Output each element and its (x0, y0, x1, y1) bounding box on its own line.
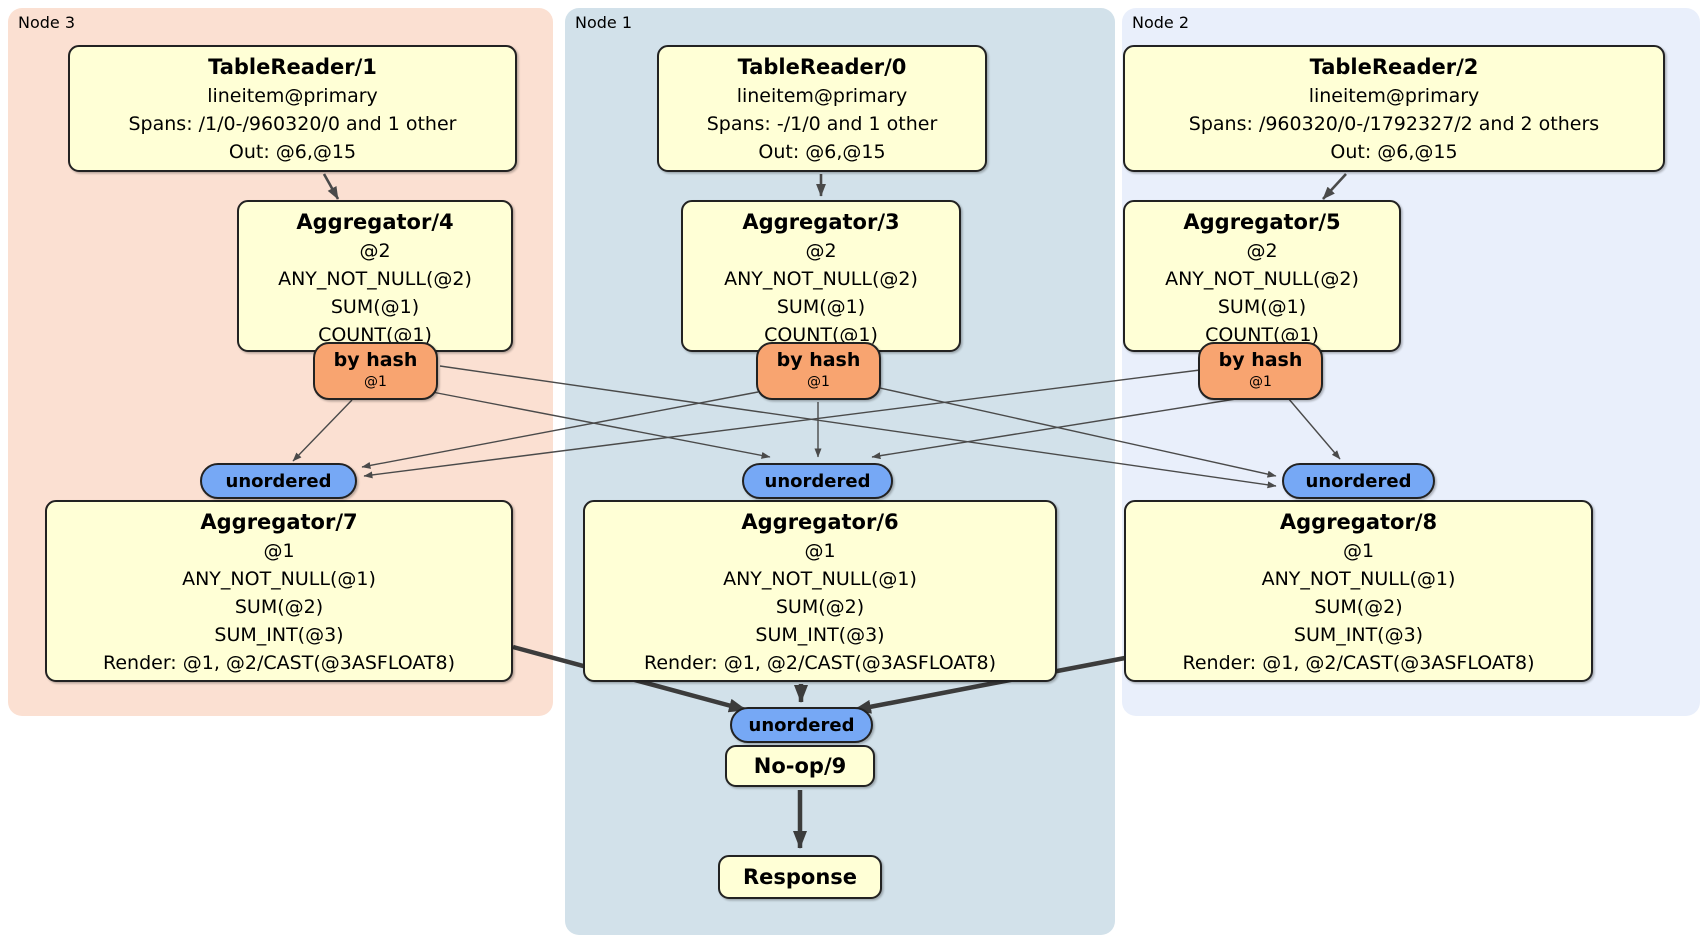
box-line: SUM(@2) (234, 596, 324, 618)
sync-unordered-6: unordered (742, 463, 893, 499)
box-line: @1 (263, 540, 295, 562)
box-line: Render: @1, @2/CAST(@3ASFLOAT8) (644, 652, 996, 674)
box-line: Render: @1, @2/CAST(@3ASFLOAT8) (1182, 652, 1535, 674)
box-line: @1 (804, 540, 836, 562)
response-box: Response (718, 855, 882, 899)
box-line: lineitem@primary (736, 85, 908, 107)
sync-unordered-8: unordered (1282, 463, 1435, 499)
box-title: Aggregator/7 (200, 510, 358, 534)
tablereader-0-box: TableReader/0 lineitem@primary Spans: -/… (657, 45, 987, 172)
box-line: ANY_NOT_NULL(@2) (724, 268, 918, 290)
box-line: SUM(@1) (1217, 296, 1307, 318)
box-title: TableReader/0 (737, 55, 907, 79)
tablereader-1-box: TableReader/1 lineitem@primary Spans: /1… (68, 45, 517, 172)
box-line: SUM(@1) (330, 296, 420, 318)
box-title: No-op/9 (753, 754, 847, 778)
box-line: Render: @1, @2/CAST(@3ASFLOAT8) (103, 652, 455, 674)
aggregator-3-box: Aggregator/3 @2 ANY_NOT_NULL(@2) SUM(@1)… (681, 200, 961, 352)
box-line: COUNT(@1) (318, 324, 432, 346)
box-line: SUM(@2) (1314, 596, 1403, 618)
node2-label: Node 2 (1132, 13, 1190, 32)
box-line: ANY_NOT_NULL(@1) (182, 568, 376, 590)
box-line: SUM_INT(@3) (1293, 624, 1424, 646)
hash-router-1: by hash @1 (756, 342, 881, 400)
box-title: Aggregator/4 (296, 210, 454, 234)
tablereader-2-box: TableReader/2 lineitem@primary Spans: /9… (1123, 45, 1665, 172)
box-line: SUM_INT(@3) (755, 624, 885, 646)
sync-unordered-7: unordered (200, 463, 357, 499)
box-title: Aggregator/8 (1279, 510, 1438, 534)
box-line: Spans: -/1/0 and 1 other (706, 113, 938, 135)
aggregator-7-box: Aggregator/7 @1 ANY_NOT_NULL(@1) SUM(@2)… (45, 500, 513, 682)
box-line: Out: @6,@15 (228, 141, 357, 163)
box-line: Out: @6,@15 (758, 141, 886, 163)
box-title: Aggregator/3 (742, 210, 900, 234)
hash-router-2: by hash @1 (1198, 342, 1323, 400)
box-line: ANY_NOT_NULL(@2) (1165, 268, 1359, 290)
box-title: Response (742, 865, 858, 889)
box-title: Aggregator/5 (1183, 210, 1341, 234)
hash-router-3: by hash @1 (313, 342, 438, 400)
router-label: by hash (333, 349, 418, 371)
aggregator-4-box: Aggregator/4 @2 ANY_NOT_NULL(@2) SUM(@1)… (237, 200, 513, 352)
box-line: SUM_INT(@3) (214, 624, 344, 646)
aggregator-8-box: Aggregator/8 @1 ANY_NOT_NULL(@1) SUM(@2)… (1124, 500, 1593, 682)
router-detail: @1 (364, 374, 387, 390)
box-line: @2 (359, 240, 391, 262)
box-line: Out: @6,@15 (1330, 141, 1458, 163)
box-line: lineitem@primary (1308, 85, 1480, 107)
box-line: SUM(@1) (776, 296, 866, 318)
box-title: TableReader/1 (208, 55, 377, 79)
box-line: Spans: /960320/0-/1792327/2 and 2 others (1188, 113, 1600, 135)
aggregator-5-box: Aggregator/5 @2 ANY_NOT_NULL(@2) SUM(@1)… (1123, 200, 1401, 352)
box-line: Spans: /1/0-/960320/0 and 1 other (128, 113, 457, 135)
box-line: @2 (805, 240, 837, 262)
box-line: ANY_NOT_NULL(@1) (723, 568, 917, 590)
node1-label: Node 1 (575, 13, 633, 32)
router-detail: @1 (807, 374, 830, 390)
router-label: by hash (1218, 349, 1303, 371)
router-detail: @1 (1249, 374, 1272, 390)
node3-label: Node 3 (18, 13, 76, 32)
box-line: COUNT(@1) (764, 324, 878, 346)
box-title: TableReader/2 (1309, 55, 1479, 79)
box-line: @1 (1342, 540, 1375, 562)
box-line: COUNT(@1) (1205, 324, 1319, 346)
final-sync-unordered: unordered (730, 707, 873, 743)
box-line: ANY_NOT_NULL(@2) (278, 268, 472, 290)
router-label: by hash (776, 349, 861, 371)
box-line: lineitem@primary (207, 85, 378, 107)
aggregator-6-box: Aggregator/6 @1 ANY_NOT_NULL(@1) SUM(@2)… (583, 500, 1057, 682)
noop-9-box: No-op/9 (725, 745, 875, 787)
box-title: Aggregator/6 (741, 510, 899, 534)
box-line: ANY_NOT_NULL(@1) (1261, 568, 1456, 590)
box-line: SUM(@2) (775, 596, 865, 618)
box-line: @2 (1246, 240, 1278, 262)
